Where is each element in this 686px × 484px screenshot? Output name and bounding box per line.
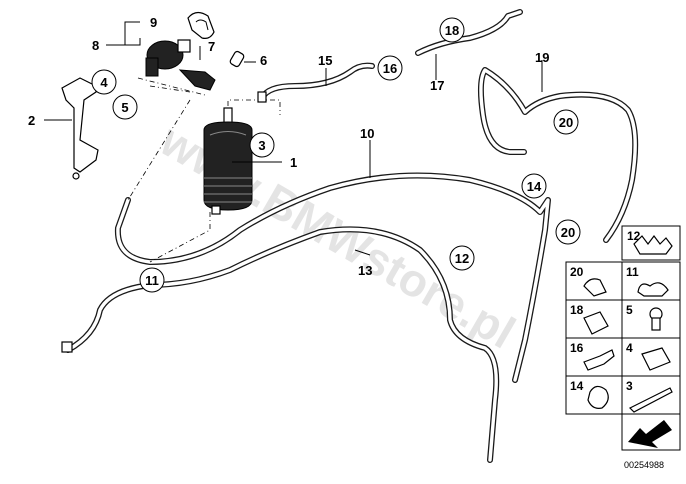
svg-text:5: 5: [626, 303, 633, 317]
svg-text:1: 1: [290, 155, 297, 170]
callout-11: 11: [139, 267, 165, 293]
svg-text:11: 11: [145, 273, 159, 288]
callout-20a: 20: [553, 109, 579, 135]
legend-panel: 12 20 11 18 5 16 4 14 3: [565, 225, 681, 451]
svg-text:16: 16: [570, 341, 584, 355]
callout-8: 8: [92, 38, 99, 53]
ring-part: [187, 11, 215, 39]
callout-13: 13: [358, 263, 372, 278]
connector-icon: [583, 349, 615, 371]
callout-19: 19: [535, 50, 549, 65]
svg-text:2: 2: [28, 113, 35, 128]
svg-text:19: 19: [535, 50, 549, 65]
svg-text:17: 17: [430, 78, 444, 93]
cable-tie-icon: [628, 387, 673, 413]
svg-text:12: 12: [455, 251, 469, 266]
callout-9: 9: [150, 15, 157, 30]
legend-cell-5: [621, 299, 681, 339]
svg-text:4: 4: [100, 75, 108, 90]
leader-lines: [44, 21, 543, 256]
svg-text:16: 16: [383, 61, 397, 76]
callout-12: 12: [449, 245, 475, 271]
callout-5: 5: [112, 94, 138, 120]
svg-text:8: 8: [92, 38, 99, 53]
svg-text:14: 14: [527, 179, 542, 194]
pump-part: [145, 39, 216, 91]
connector-end: [61, 341, 73, 353]
svg-text:15: 15: [318, 53, 332, 68]
arrow-icon: [628, 420, 672, 448]
svg-text:3: 3: [258, 138, 265, 153]
callout-17: 17: [430, 78, 444, 93]
bracket-part: [61, 77, 99, 180]
hose-lines: [65, 9, 639, 463]
callout-7: 7: [208, 39, 215, 54]
holder-icon: [583, 311, 609, 335]
svg-text:18: 18: [570, 303, 584, 317]
hose-clamp-icon: [587, 385, 609, 409]
svg-text:6: 6: [260, 53, 267, 68]
svg-text:3: 3: [626, 379, 633, 393]
svg-text:20: 20: [561, 225, 575, 240]
clip-strip-icon: [633, 235, 673, 255]
callout-18: 18: [439, 17, 465, 43]
callout-1: 1: [290, 155, 297, 170]
svg-text:7: 7: [208, 39, 215, 54]
callout-4: 4: [91, 69, 117, 95]
callout-16: 16: [377, 55, 403, 81]
svg-text:18: 18: [445, 23, 459, 38]
connector-end: [257, 91, 267, 103]
callout-20b: 20: [555, 219, 581, 245]
svg-text:20: 20: [559, 115, 573, 130]
callout-2: 2: [28, 113, 35, 128]
svg-text:20: 20: [570, 265, 584, 279]
svg-text:9: 9: [150, 15, 157, 30]
callout-6: 6: [260, 53, 267, 68]
canister-part: [203, 107, 253, 215]
clip-icon: [583, 278, 607, 297]
clip-part: [229, 50, 245, 68]
nut-clip-icon: [641, 347, 671, 371]
doc-number: 00254988: [624, 460, 664, 470]
callout-3: 3: [249, 132, 275, 158]
svg-text:10: 10: [360, 126, 374, 141]
svg-text:14: 14: [570, 379, 584, 393]
svg-text:5: 5: [121, 100, 128, 115]
callout-10: 10: [360, 126, 374, 141]
svg-text:4: 4: [626, 341, 633, 355]
callout-14: 14: [521, 173, 547, 199]
svg-text:13: 13: [358, 263, 372, 278]
callout-15: 15: [318, 53, 332, 68]
svg-text:12: 12: [627, 229, 641, 243]
double-clip-icon: [637, 282, 669, 297]
svg-text:11: 11: [626, 265, 639, 279]
